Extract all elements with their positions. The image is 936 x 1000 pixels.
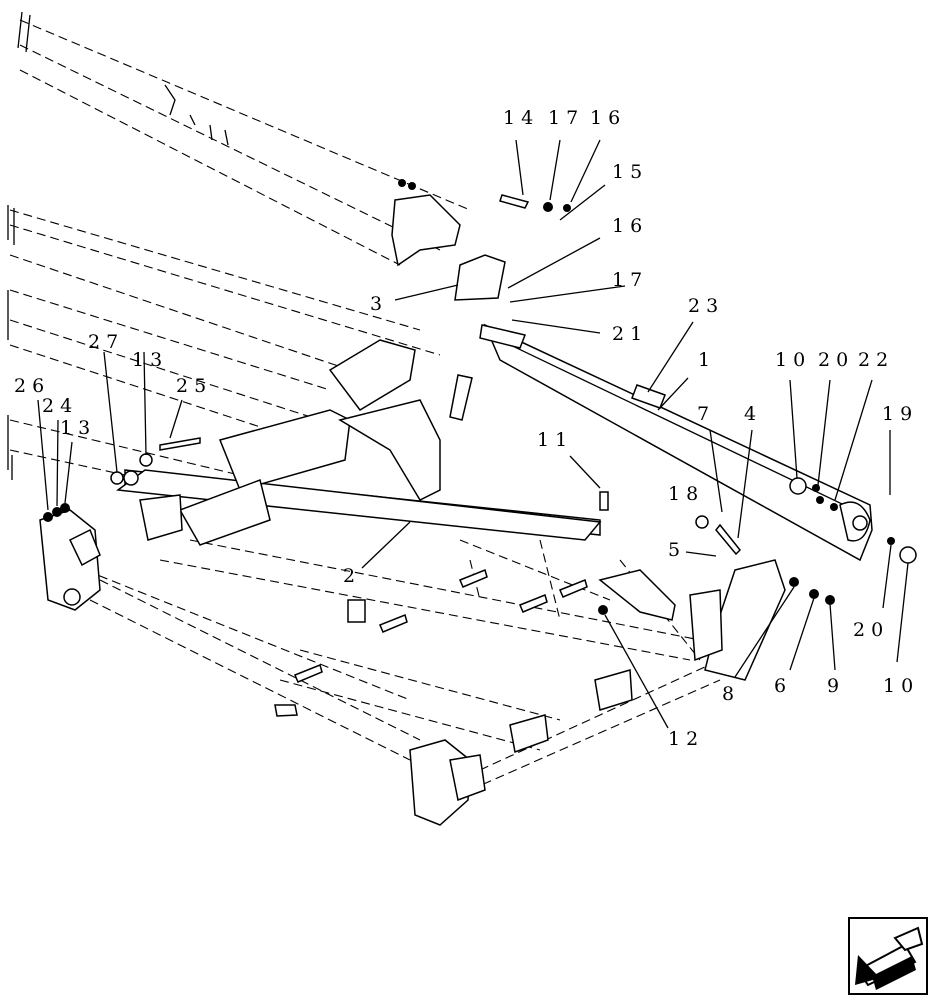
leader-lines [37, 139, 909, 729]
callout-6: 6 [774, 675, 792, 697]
callout-11: 11 [537, 429, 573, 451]
main-parts [39, 179, 917, 826]
callout-16: 16 [612, 215, 648, 237]
callout-16: 16 [590, 107, 626, 129]
callout-10: 10 [883, 675, 919, 697]
callout-7: 7 [697, 403, 715, 425]
callout-18: 18 [668, 483, 704, 505]
callout-13: 13 [132, 349, 168, 371]
arrow-left-down-icon [855, 926, 924, 990]
callout-8: 8 [722, 683, 740, 705]
callout-21: 21 [612, 323, 648, 345]
nav-arrow-button[interactable] [848, 917, 928, 995]
callout-4: 4 [744, 403, 762, 425]
callout-24: 24 [42, 395, 78, 417]
callout-1: 1 [698, 349, 716, 371]
callout-13: 13 [60, 417, 96, 439]
callout-25: 25 [176, 375, 212, 397]
callout-2: 2 [343, 565, 361, 587]
callout-17: 17 [548, 107, 584, 129]
callout-15: 15 [612, 161, 648, 183]
callout-23: 23 [688, 295, 724, 317]
callout-19: 19 [882, 403, 918, 425]
callout-14: 14 [503, 107, 539, 129]
callout-17: 17 [612, 269, 648, 291]
callout-5: 5 [668, 539, 686, 561]
callout-20: 20 [853, 619, 889, 641]
callout-12: 12 [668, 728, 704, 750]
callout-27: 27 [88, 331, 124, 353]
callout-9: 9 [827, 675, 845, 697]
callout-22: 22 [858, 349, 894, 371]
callout-3: 3 [370, 293, 388, 315]
callout-26: 26 [14, 375, 50, 397]
phantom-frame [7, 11, 721, 791]
callout-10: 10 [775, 349, 811, 371]
callout-20: 20 [818, 349, 854, 371]
callouts: 14 17 16 15 16 17 21 3 23 1 10 20 22 27 … [14, 107, 919, 750]
